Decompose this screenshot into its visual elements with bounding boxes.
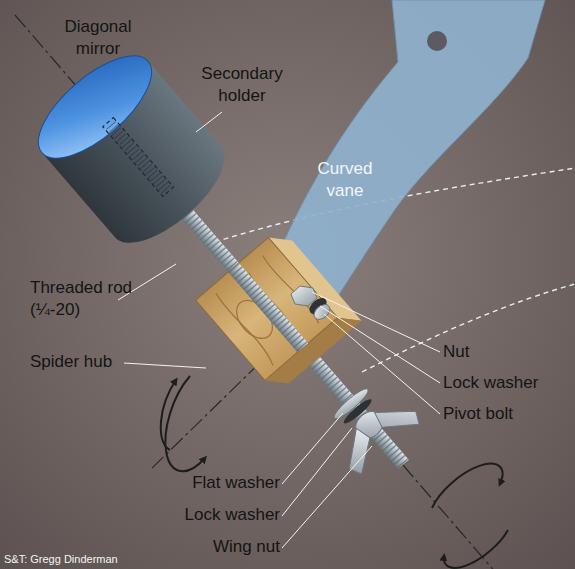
part-label: Pivot bolt: [443, 403, 573, 425]
curved-vane: [272, 0, 545, 302]
rotation-arrow: [165, 376, 205, 471]
part-label: Lock washer: [443, 372, 573, 394]
hidden-threads: [111, 125, 167, 190]
rotation-arrow: [444, 530, 508, 568]
part-label: Nut: [443, 341, 573, 363]
pivot-hardware: [291, 286, 333, 322]
part-label: Secondary holder: [192, 63, 292, 107]
part-label: Curved vane: [300, 158, 390, 202]
part-label: Wing nut: [130, 536, 280, 558]
hidden-rod: [103, 118, 174, 197]
part-label: Lock washer: [130, 504, 280, 526]
rod-threads: [167, 190, 404, 464]
rotation-arrow: [432, 464, 503, 508]
axis-assembly: [22, 39, 456, 510]
part-label: Threaded rod (¼-20): [30, 277, 142, 321]
wing-nut: [328, 387, 423, 478]
part-label: Flat washer: [130, 472, 280, 494]
part-label: Diagonal mirror: [48, 16, 148, 60]
rotation-arrow: [161, 380, 176, 450]
spider-hub: [196, 227, 362, 394]
credit-text: S&T: Gregg Dinderman: [4, 552, 264, 566]
part-label: Spider hub: [30, 351, 150, 373]
tube-outline-dashed: [362, 284, 575, 372]
leader-lines: [118, 112, 440, 548]
